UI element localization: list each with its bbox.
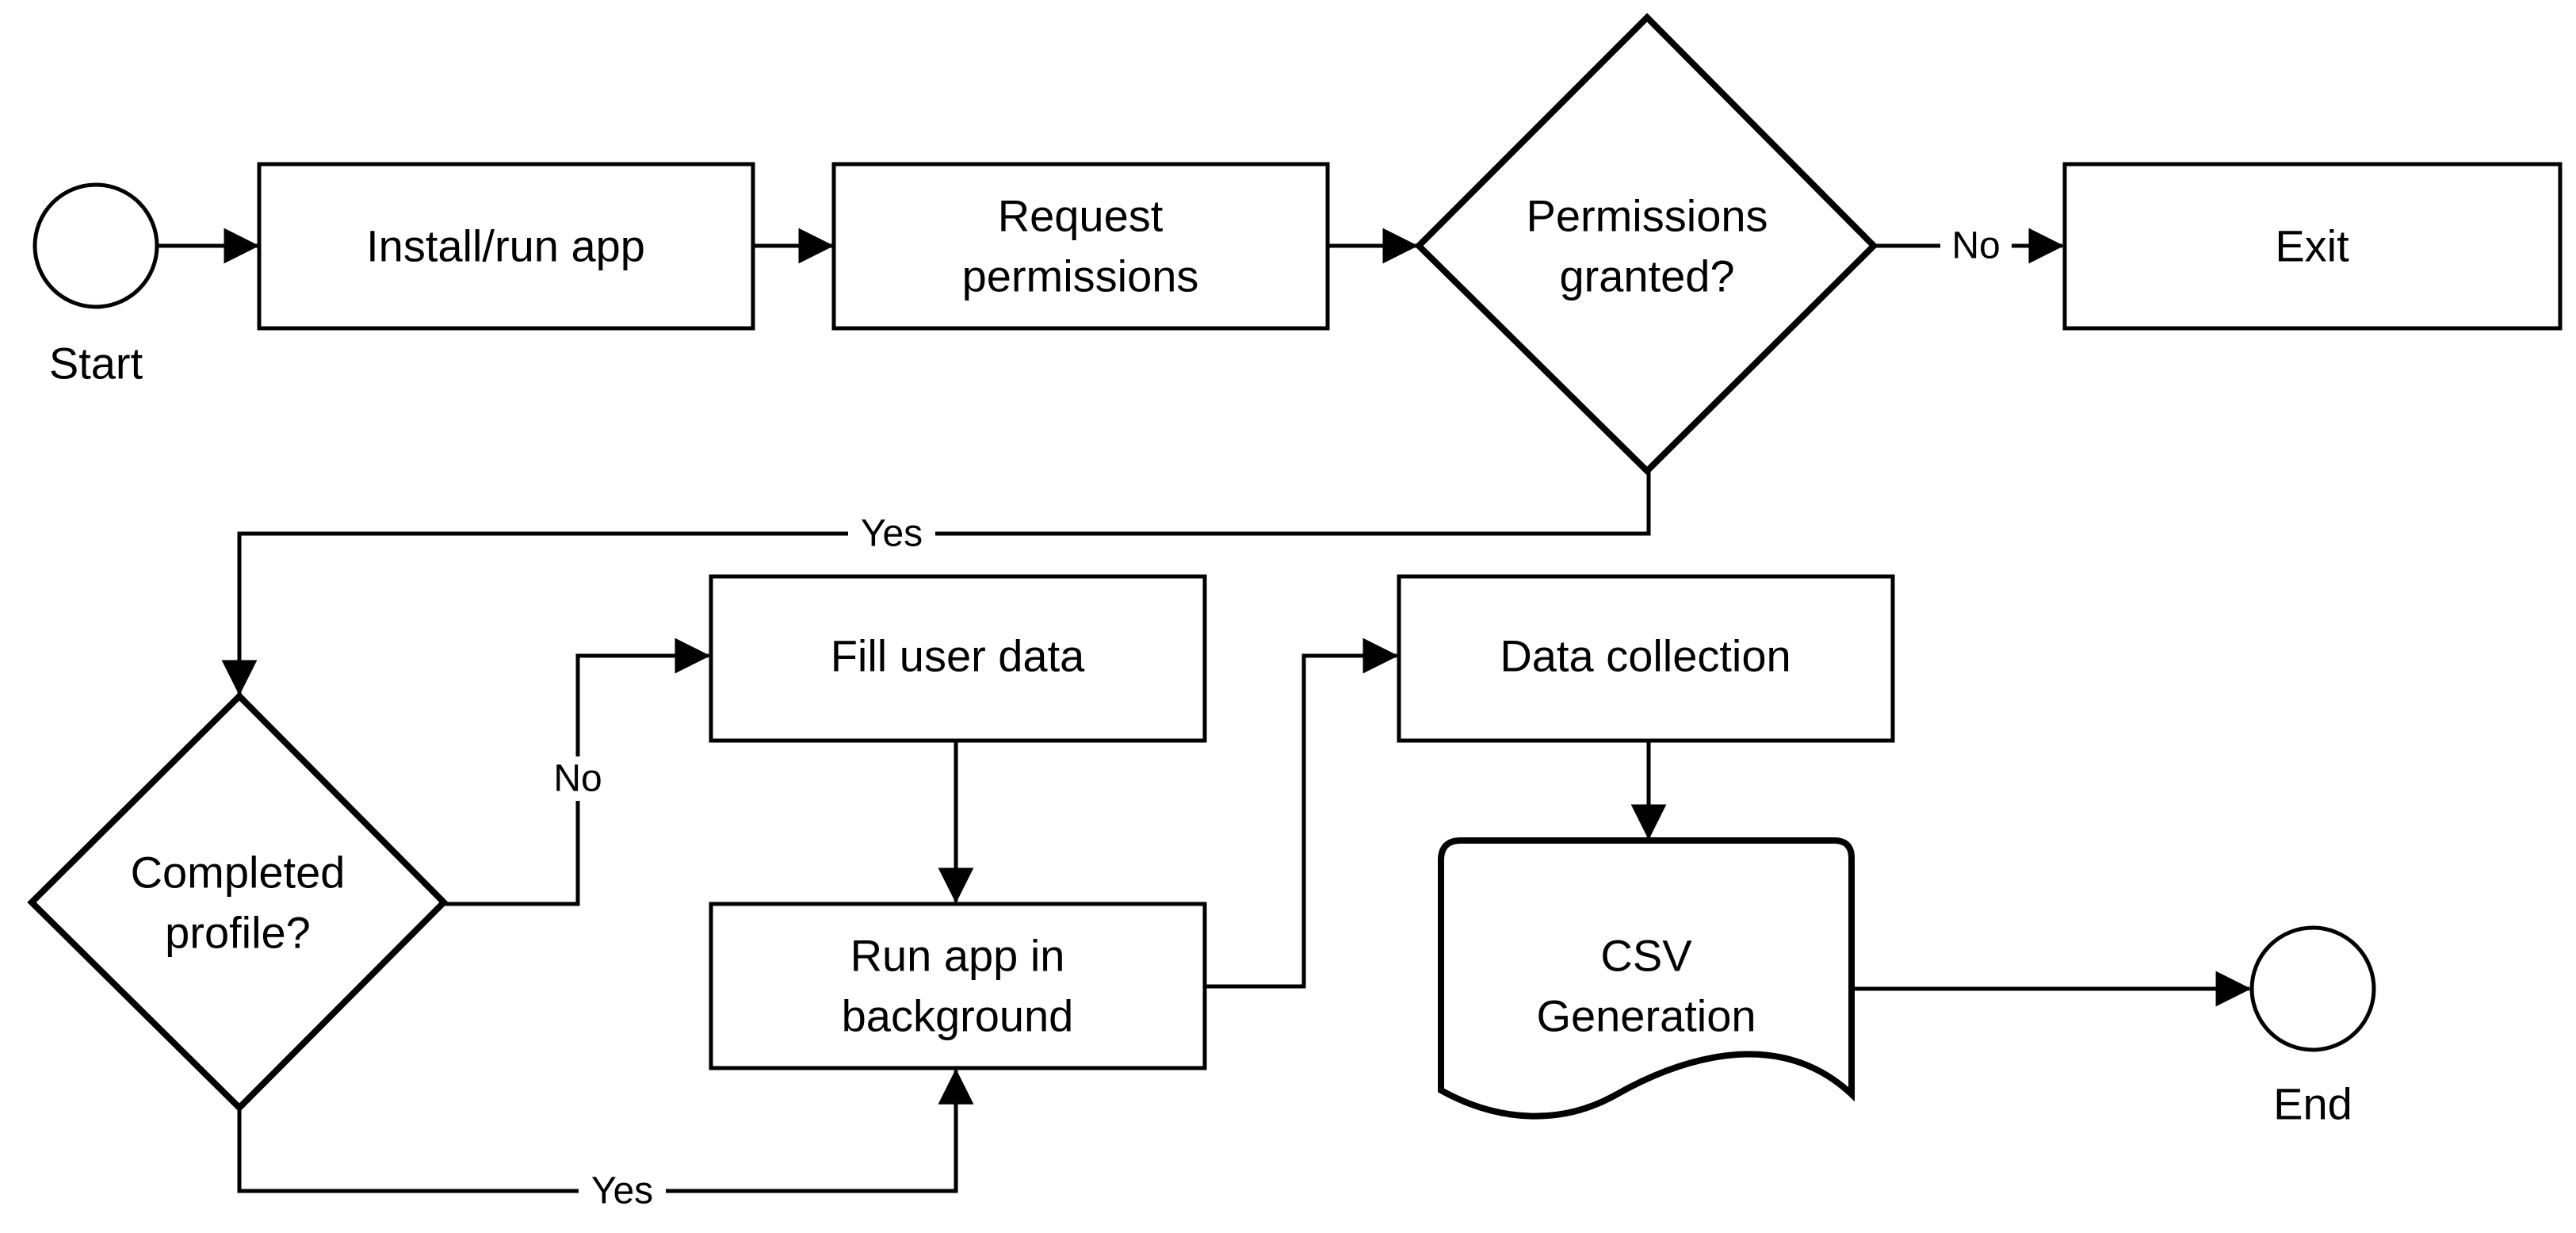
request-label-line2: permissions <box>962 251 1199 301</box>
collection-label: Data collection <box>1500 631 1791 681</box>
edge-labels: No Yes No Yes <box>543 224 2012 1213</box>
node-start: Start <box>32 182 159 389</box>
end-label: End <box>2273 1079 2352 1129</box>
edge-label-bg-granted-no <box>1940 224 2012 268</box>
exit-box <box>2062 162 2563 331</box>
node-completed: Completed profile? <box>27 691 449 1112</box>
run-bg-label-line1: Run app in <box>850 931 1065 981</box>
node-run-bg: Run app in background <box>709 902 1207 1070</box>
csv-label-line1: CSV <box>1600 931 1692 981</box>
install-box <box>257 162 755 331</box>
edge-label-granted-no: No <box>1951 225 2000 267</box>
exit-label: Exit <box>2275 221 2349 271</box>
request-label-line1: Request <box>998 191 1164 241</box>
run-bg-label-line2: background <box>842 991 1074 1041</box>
collection-box <box>1397 574 1895 743</box>
csv-document-shape <box>1438 837 1855 1120</box>
granted-label-line2: granted? <box>1559 251 1734 301</box>
granted-diamond <box>1414 13 1878 476</box>
node-install: Install/run app <box>257 162 755 331</box>
granted-label-line1: Permissions <box>1527 191 1768 241</box>
node-fill-data: Fill user data <box>709 574 1207 743</box>
node-end: End <box>2249 925 2376 1129</box>
edge-run-bg-to-collection <box>1205 638 1399 989</box>
node-request: Request permissions <box>831 162 1330 331</box>
edge-label-profile-no: No <box>553 758 602 800</box>
edge-label-granted-yes: Yes <box>861 513 923 555</box>
start-label: Start <box>49 339 143 389</box>
install-label: Install/run app <box>366 221 645 271</box>
edge-label-bg-profile-yes <box>579 1169 666 1213</box>
node-collection: Data collection <box>1397 574 1895 743</box>
end-circle <box>2249 925 2376 1052</box>
completed-label-line1: Completed <box>131 848 346 898</box>
node-csv: CSV Generation <box>1438 837 1855 1120</box>
edge-label-profile-yes: Yes <box>591 1170 653 1212</box>
csv-label-line2: Generation <box>1536 991 1756 1041</box>
start-circle <box>32 182 159 309</box>
edge-label-bg-profile-no <box>543 756 613 801</box>
completed-label-line2: profile? <box>165 908 311 958</box>
request-box <box>831 162 1330 331</box>
completed-diamond <box>27 691 449 1112</box>
node-granted: Permissions granted? <box>1414 13 1878 476</box>
run-bg-box <box>709 902 1207 1070</box>
edge-label-bg-granted-yes <box>848 511 935 556</box>
node-exit: Exit <box>2062 162 2563 331</box>
fill-data-box <box>709 574 1207 743</box>
fill-data-label: Fill user data <box>831 631 1085 681</box>
edge-granted-to-completed <box>221 471 1651 696</box>
